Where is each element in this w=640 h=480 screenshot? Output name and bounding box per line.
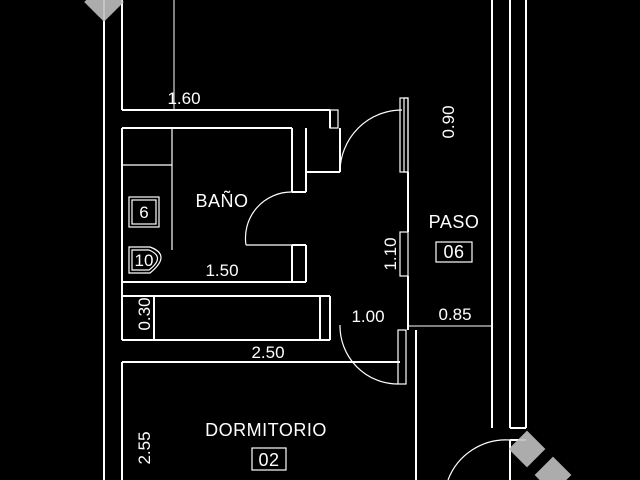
exit-door [447, 439, 511, 480]
dim-bano-width: 1.50 [205, 261, 238, 280]
bano-label: BAÑO [195, 190, 248, 211]
shower-icon [128, 196, 160, 228]
dim-dorm-width: 2.50 [251, 343, 284, 362]
dormitorio-door [339, 324, 407, 385]
dim-wall-gap: 0.30 [135, 297, 154, 330]
watermark-diamond-icon [84, 0, 572, 480]
paso-number: 06 [443, 242, 464, 262]
dim-paso-width: 0.85 [438, 305, 471, 324]
bano-top-wall [122, 109, 341, 193]
paso-label: PASO [429, 212, 480, 232]
dormitorio-label: DORMITORIO [205, 420, 327, 440]
dim-door-top: 0.90 [439, 105, 458, 138]
dim-dorm-height: 2.55 [135, 431, 154, 464]
dim-door-width: 1.00 [351, 307, 384, 326]
dormitorio-number: 02 [258, 450, 279, 470]
paso-number-box [435, 241, 473, 263]
toilet-icon [128, 246, 162, 274]
dormitorio-number-box [251, 447, 287, 471]
paso-wall [399, 172, 417, 480]
dim-top-width: 1.60 [167, 89, 200, 108]
dimension-lines [172, 0, 492, 327]
paso-door-top [339, 97, 409, 173]
dim-paso-height: 1.10 [381, 237, 400, 270]
shower-tag: 6 [139, 203, 148, 222]
toilet-tag: 10 [135, 251, 154, 270]
bano-door [244, 191, 293, 246]
outer-walls [103, 0, 527, 480]
